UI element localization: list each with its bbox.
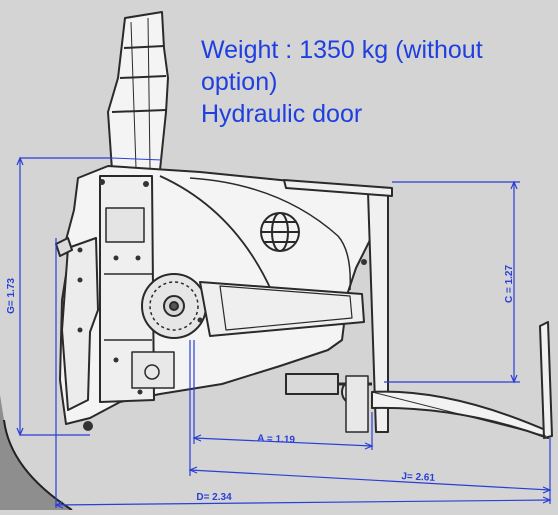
corner-slide-shape [0,395,72,510]
chute [107,11,169,171]
weight-line: Weight : 1350 kg (without [201,36,483,64]
dim-a-line [193,437,373,447]
globe-logo-icon [260,212,300,252]
dim-j-line [189,469,551,491]
corner-slide-edge [3,419,73,511]
dim-a-label: A = 1.19 [257,433,296,446]
machine-illustration [55,11,553,439]
door-type-line: Hydraulic door [201,100,363,128]
hydraulic-cylinder [285,373,372,433]
dimension-lines [16,156,552,509]
dim-d-line [55,499,551,506]
lower-box [131,351,175,389]
side-door [199,281,365,337]
cutter-wheel [141,273,207,339]
hood-curve [159,175,273,293]
option-line: option) [201,68,278,96]
left-panel [61,237,99,411]
dim-j-label: J= 2.61 [401,471,436,484]
pointer-post [539,321,553,439]
machine-info: Weight : 1350 kg (without option) Hydrau… [201,34,551,130]
dim-g-label: G= 1.73 [6,278,17,314]
dim-c-label: C = 1.27 [504,265,515,304]
top-rail [283,179,393,197]
dim-d-label: D= 2.34 [196,492,232,503]
front-knob [55,237,73,257]
